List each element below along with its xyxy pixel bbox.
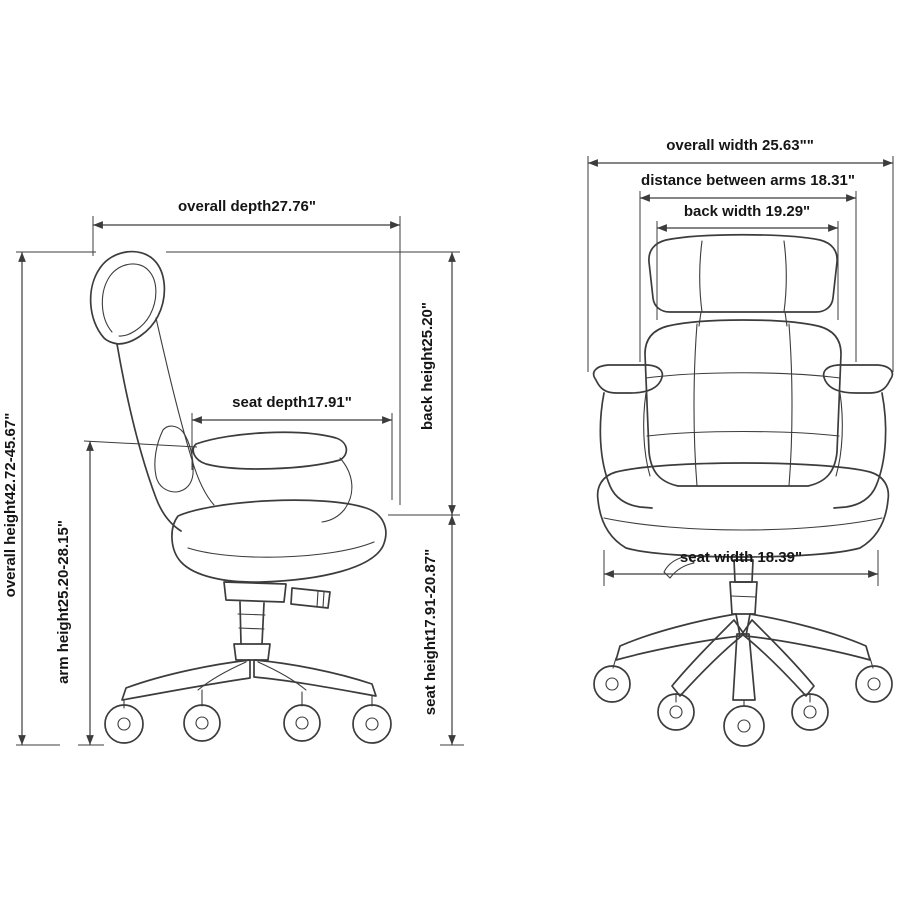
front-caster-hub [867,677,881,691]
side-base-leg-right [253,659,377,697]
dim-seat-depth: seat depth17.91" [191,394,393,500]
front-backrest-vertical-seams [693,323,793,487]
side-armrest-front-support [321,457,353,523]
front-gas-lift-lower [729,581,758,615]
side-gas-lift-rings [237,613,266,630]
side-base-leg-mid-left [197,661,247,691]
dim-back-width: back width 19.29" [656,203,839,320]
dim-back-width-label: back width 19.29" [684,203,810,220]
dim-overall-height-label: overall height42.72-45.67" [2,413,19,598]
front-seat-cushion [596,462,890,558]
front-base-leg-lower-left [671,619,745,697]
dim-back-width-extensions [656,221,839,320]
front-headrest-seams [699,240,787,313]
front-neck-connectors [698,311,788,327]
dim-distance-between-arms-extensions [639,191,857,362]
front-caster-wheel [657,693,695,731]
front-base-leg-center [732,633,756,701]
front-left-armrest-inner [643,392,651,477]
front-caster-wheel [593,665,631,703]
front-right-armrest-pad [822,364,894,394]
side-adjustment-knob [290,587,331,609]
front-right-armrest-support [833,392,887,509]
front-caster-hub [605,677,619,691]
side-caster-hub [295,716,309,730]
dim-overall-width-label: overall width 25.63"" [666,137,814,154]
front-caster-hub [737,719,751,733]
front-backrest-outline [644,319,842,487]
side-seat-seam [187,541,375,558]
dim-back-height-label: back height25.20" [419,302,436,430]
front-caster-hub [669,705,683,719]
side-backrest-outer [116,343,182,532]
side-caster-hub [117,717,131,731]
side-knob-ridges [316,590,325,608]
side-caster-wheel [352,704,392,744]
side-caster-hub [195,716,209,730]
front-adjustment-lever [663,555,695,579]
dim-seat-height: seat height17.91-20.87" [422,515,464,746]
dim-arm-height-extensions [78,440,198,746]
dim-arm-height-label: arm height25.20-28.15" [55,520,72,684]
front-caster-hub [803,705,817,719]
dim-back-height: back height25.20" [166,251,460,516]
side-seat-cushion [171,499,387,583]
side-base-leg-left [121,659,251,701]
side-armrest-bracket [154,425,194,493]
dim-overall-depth-label: overall depth27.76" [178,198,316,215]
front-base-leg-right [745,613,871,661]
side-headrest-outline [89,250,166,345]
front-view-dimensions: overall width 25.63"" distance between a… [587,137,894,586]
front-caster-stems [612,657,874,707]
side-armrest-pad [192,431,348,470]
dim-seat-depth-label: seat depth17.91" [232,394,352,411]
front-headrest-outline [648,233,838,313]
dim-back-height-extensions [166,251,460,516]
side-casters [104,689,392,744]
dim-overall-height-extensions [16,251,96,746]
dim-overall-width: overall width 25.63"" [587,137,894,372]
dim-seat-depth-extensions [191,413,393,500]
front-left-armrest-support [599,392,653,509]
front-base-leg-lower-right [741,619,815,697]
dim-seat-height-label: seat height17.91-20.87" [422,549,439,715]
front-caster-wheel [855,665,893,703]
dim-overall-depth-extensions [92,216,401,505]
dim-seat-width-label: seat width 18.39" [680,549,802,566]
dim-overall-height: overall height42.72-45.67" [2,251,96,746]
front-view-chair [592,233,894,747]
dim-distance-between-arms-label: distance between arms 18.31" [641,172,855,189]
side-headrest-seam [101,263,157,337]
dim-overall-width-extensions [587,156,894,372]
side-caster-wheel [104,704,144,744]
dim-seat-width-extensions [603,550,879,586]
front-seat-seam [603,517,883,531]
dim-distance-between-arms: distance between arms 18.31" [639,172,857,362]
dim-arm-height: arm height25.20-28.15" [55,440,198,746]
side-caster-wheel [183,704,221,742]
side-gas-lift-base [233,643,271,661]
dim-overall-depth: overall depth27.76" [92,198,401,505]
side-backrest-inner [155,317,215,506]
side-view-dimensions: overall depth27.76" overall height42.72-… [2,198,464,746]
side-caster-hub [365,717,379,731]
side-caster-stems [123,689,373,709]
side-view-chair [89,250,392,744]
front-right-armrest-inner [835,392,843,477]
front-caster-wheel [791,693,829,731]
front-caster-wheel [723,705,765,747]
side-gas-lift [239,601,265,645]
front-left-armrest-pad [592,364,664,394]
side-base-leg-mid-right [257,661,307,691]
side-mechanism-box [223,581,287,603]
front-backrest-horizontal-seams [645,372,841,437]
dim-seat-width: seat width 18.39" [603,549,879,586]
side-caster-wheel [283,704,321,742]
front-casters [593,657,893,747]
front-base-leg-left [615,613,741,661]
front-gas-lift-ring [730,595,757,598]
